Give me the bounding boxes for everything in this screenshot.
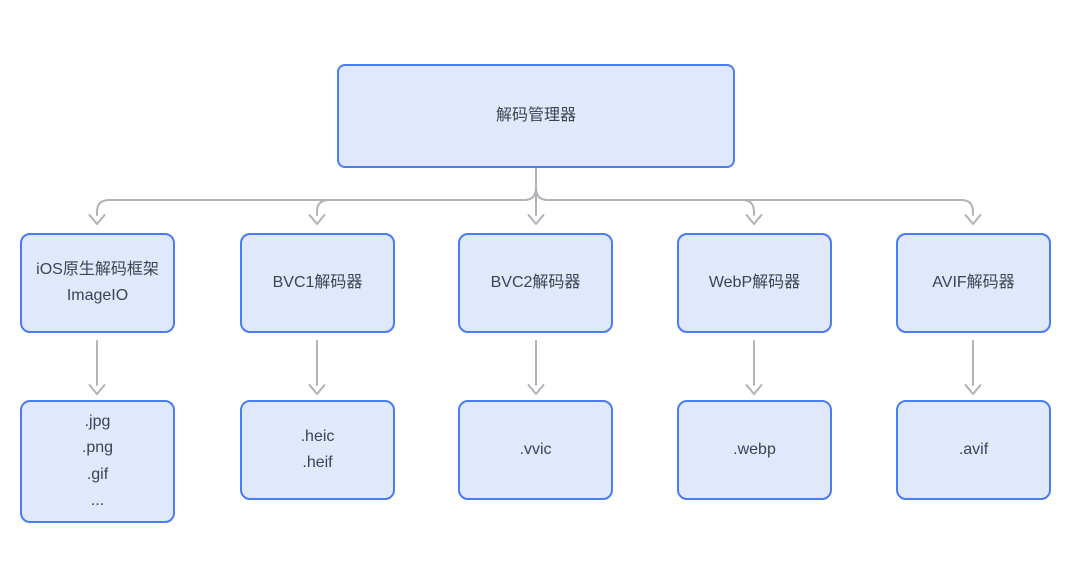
arrowhead: [88, 214, 106, 225]
arrow-line-root-to-col4: [535, 187, 974, 216]
node-formats-avif: .avif: [896, 400, 1051, 500]
format-extension: .jpg: [84, 412, 111, 430]
node-decoder-bvc1-label: BVC1解码器: [272, 273, 363, 291]
format-extension: .avif: [958, 440, 989, 458]
arrowhead: [308, 214, 326, 225]
format-extension: .heic: [300, 427, 335, 445]
arrowhead: [964, 214, 982, 225]
format-extension-ellipsis: ...: [90, 491, 105, 509]
node-formats-webp: .webp: [677, 400, 832, 500]
arrowhead: [527, 384, 545, 395]
format-extension: .vvic: [519, 440, 552, 458]
node-formats-imageio: .jpg .png .gif ...: [20, 400, 175, 523]
node-decoder-imageio: iOS原生解码框架ImageIO: [20, 233, 175, 333]
node-formats-bvc1: .heic .heif: [240, 400, 395, 500]
node-decoder-avif: AVIF解码器: [896, 233, 1051, 333]
arrowhead: [88, 384, 106, 395]
format-extension: .heif: [302, 454, 333, 471]
node-decoder-webp-label: WebP解码器: [708, 273, 801, 291]
arrow-line-root-to-col1: [316, 187, 537, 216]
node-decoder-bvc2-label: BVC2解码器: [490, 273, 581, 291]
format-extension: .webp: [733, 440, 776, 458]
node-decode-manager-label: 解码管理器: [495, 106, 576, 124]
arrowhead: [964, 384, 982, 395]
format-extension: .gif: [86, 465, 109, 483]
node-decoder-bvc1: BVC1解码器: [240, 233, 395, 333]
node-decoder-imageio-label: iOS原生解码框架ImageIO: [36, 260, 159, 304]
node-formats-bvc2: .vvic: [458, 400, 613, 500]
format-extension: .png: [81, 439, 114, 457]
arrowhead: [745, 214, 763, 225]
arrow-line-root-to-col3: [535, 187, 755, 216]
node-decoder-bvc2: BVC2解码器: [458, 233, 613, 333]
node-decoder-webp: WebP解码器: [677, 233, 832, 333]
arrowhead: [527, 214, 545, 225]
node-decode-manager: 解码管理器: [337, 64, 735, 168]
arrowhead: [308, 384, 326, 395]
node-decoder-avif-label: AVIF解码器: [932, 273, 1015, 291]
arrowhead: [745, 384, 763, 395]
